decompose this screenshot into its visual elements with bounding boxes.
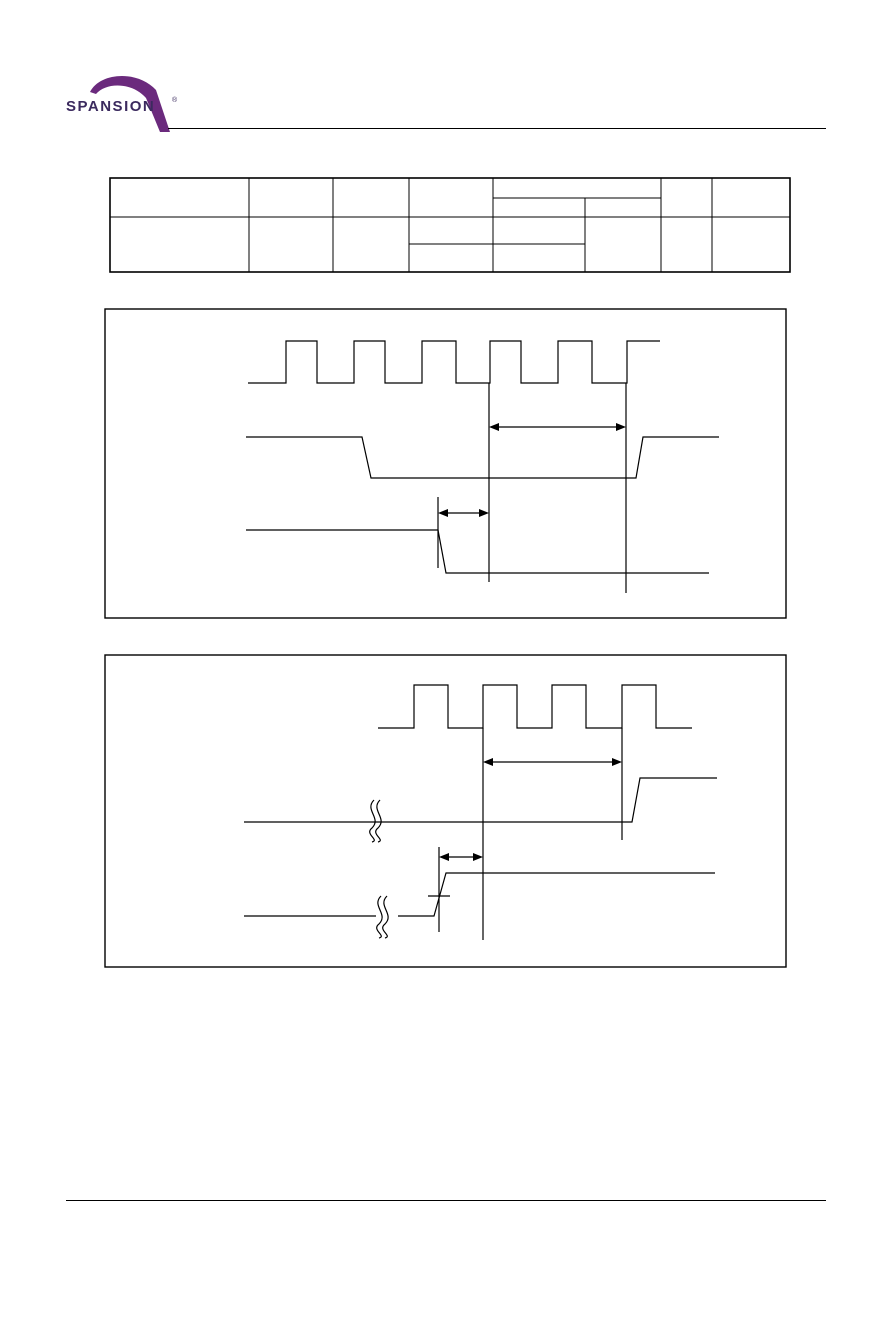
signal-waveform-2 bbox=[398, 872, 715, 917]
arrow-left-icon bbox=[439, 853, 449, 861]
signal-waveform-1 bbox=[244, 777, 717, 823]
clock-waveform bbox=[378, 684, 692, 729]
break-mark-icon bbox=[375, 799, 382, 843]
arrow-left-icon bbox=[438, 509, 448, 517]
arrow-left-icon bbox=[483, 758, 493, 766]
arrow-right-icon bbox=[473, 853, 483, 861]
arrow-left-icon bbox=[489, 423, 499, 431]
logo-trademark: ® bbox=[172, 96, 178, 104]
logo-swoosh-icon bbox=[90, 75, 170, 132]
diagram-frame bbox=[104, 654, 787, 968]
diagram-frame bbox=[104, 308, 787, 619]
break-mark-icon bbox=[376, 895, 383, 939]
spansion-logo: SPANSION ® bbox=[66, 75, 178, 132]
clock-waveform bbox=[248, 340, 660, 384]
signal-waveform-1 bbox=[246, 436, 719, 479]
footer-rule bbox=[66, 1200, 826, 1201]
arrow-right-icon bbox=[612, 758, 622, 766]
header-rule bbox=[168, 128, 826, 129]
arrow-right-icon bbox=[479, 509, 489, 517]
logo-text: SPANSION bbox=[66, 98, 155, 115]
break-mark-icon bbox=[382, 895, 389, 939]
signal-waveform-2 bbox=[246, 529, 709, 574]
arrow-right-icon bbox=[616, 423, 626, 431]
break-mark-icon bbox=[369, 799, 376, 843]
